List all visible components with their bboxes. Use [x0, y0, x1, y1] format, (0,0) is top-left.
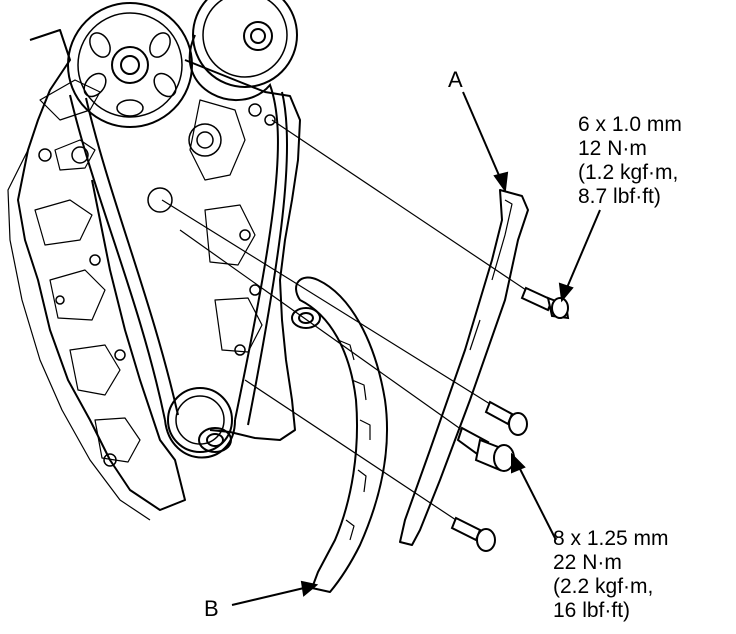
callout-a-label: A [448, 67, 463, 92]
torque-kgf-text: (2.2 kgf·m, [553, 575, 654, 598]
timing-chain [69, 34, 289, 459]
bolt-8x1-25-lower [450, 516, 496, 552]
chain-tensioner-arm-b [291, 276, 388, 593]
bolt-size-text: 8 x 1.25 mm [553, 527, 669, 550]
bolt-8x1-25-upper [484, 400, 528, 436]
torque-nm-text: 22 N·m [553, 551, 622, 574]
torque-lbf-text: 8.7 lbf·ft) [578, 185, 661, 208]
bolt-6x1 [520, 286, 570, 320]
alignment-lines [161, 119, 527, 521]
torque-spec-8mm: 8 x 1.25 mm 22 N·m (2.2 kgf·m, 16 lbf·ft… [553, 527, 669, 623]
camshaft-sprocket-intake [67, 2, 193, 128]
torque-lbf-text: 16 lbf·ft) [553, 599, 631, 622]
crankshaft-sprocket [167, 387, 233, 453]
torque-spec-6mm: 6 x 1.0 mm 12 N·m (1.2 kgf·m, 8.7 lbf·ft… [578, 113, 682, 209]
engine-block [7, 29, 301, 521]
cam-chain-guide-a [399, 189, 529, 546]
callout-b-label: B [204, 596, 219, 621]
camshaft-sprocket-exhaust [192, 0, 298, 88]
torque-nm-text: 12 N·m [578, 137, 647, 160]
bolt-8x1-25-shoulder [456, 426, 515, 472]
leader-arrows [231, 91, 601, 606]
bolt-size-text: 6 x 1.0 mm [578, 113, 682, 136]
torque-kgf-text: (1.2 kgf·m, [578, 161, 679, 184]
